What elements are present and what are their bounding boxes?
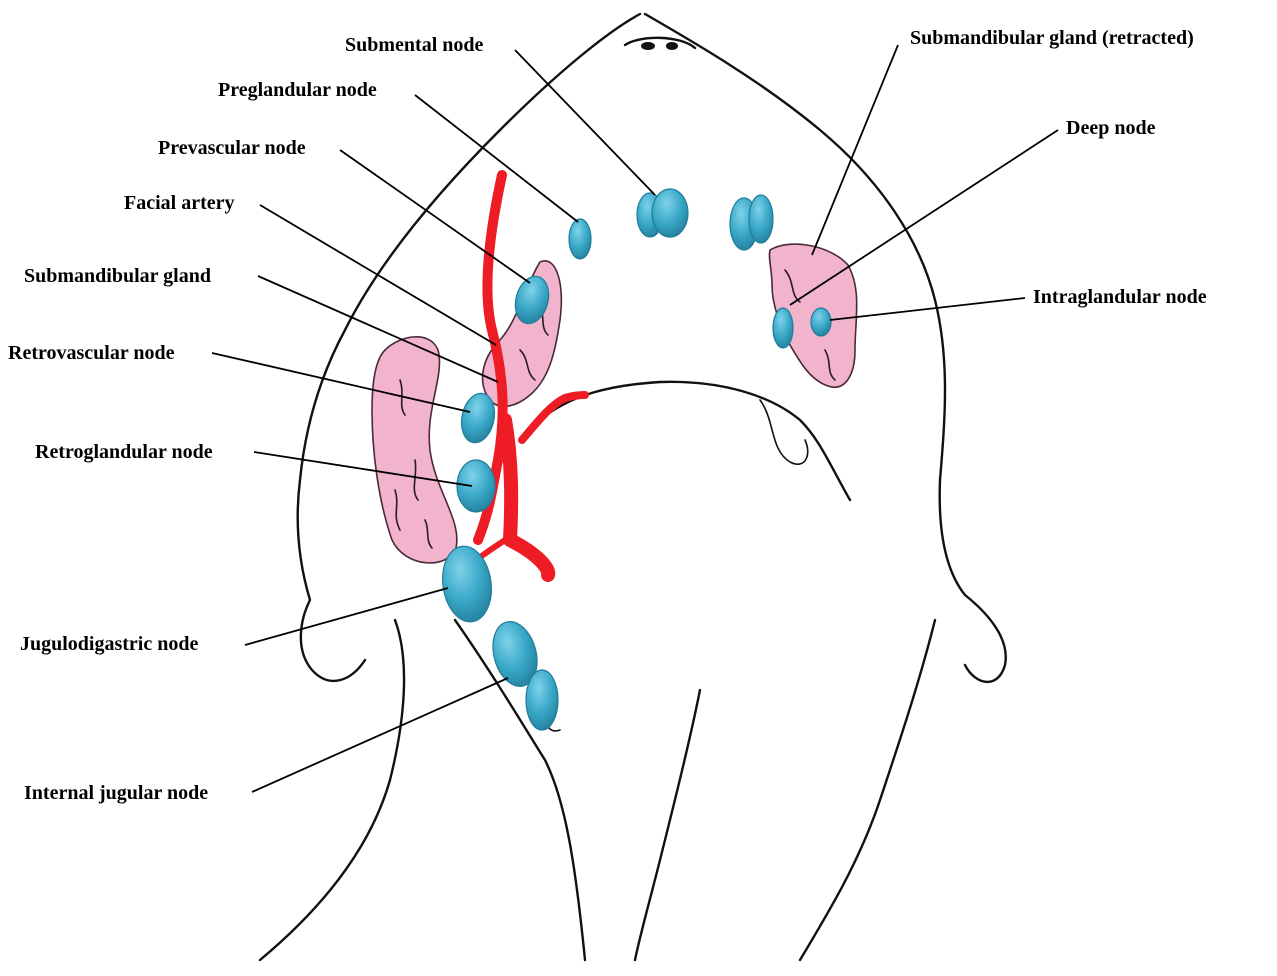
labels: Submental node Preglandular node Prevasc… xyxy=(8,27,1207,804)
nostril-right xyxy=(666,42,678,50)
mandible-arch xyxy=(540,382,850,500)
label-submandibular-gland-retracted: Submandibular gland (retracted) xyxy=(910,27,1194,49)
label-jugulodigastric-node: Jugulodigastric node xyxy=(20,633,198,655)
preglandular-node-shape xyxy=(569,219,591,259)
leader-submandibular-retracted xyxy=(812,45,898,255)
label-retrovascular-node: Retrovascular node xyxy=(8,342,175,364)
leader-intraglandular xyxy=(830,298,1025,320)
submental-node-shape-right xyxy=(652,189,688,237)
leader-submental xyxy=(515,50,655,195)
label-deep-node: Deep node xyxy=(1066,117,1156,139)
leader-facial-artery xyxy=(260,205,496,345)
label-retroglandular-node: Retroglandular node xyxy=(35,441,213,463)
label-submandibular-gland: Submandibular gland xyxy=(24,265,211,287)
central-v-right xyxy=(635,690,700,960)
neck-outline-right xyxy=(800,620,935,960)
label-prevascular-node: Prevascular node xyxy=(158,137,306,159)
deep-node-shape-b xyxy=(749,195,773,243)
neck-outline-left xyxy=(260,620,404,960)
label-intraglandular-node: Intraglandular node xyxy=(1033,286,1207,308)
label-internal-jugular-node: Internal jugular node xyxy=(24,782,208,804)
intraglandular-node-shape-a xyxy=(773,308,793,348)
leader-internal-jugular xyxy=(252,678,508,792)
leader-jugulodigastric xyxy=(245,588,448,645)
leader-prevascular xyxy=(340,150,530,283)
leader-retroglandular xyxy=(254,452,472,486)
label-submental-node: Submental node xyxy=(345,34,483,56)
nose-outline xyxy=(625,38,695,48)
internal-jugular-node-shape-b xyxy=(526,670,558,730)
nostril-left xyxy=(641,42,655,50)
left-parotid-gland xyxy=(372,337,457,563)
intraglandular-node-shape-b xyxy=(811,308,831,336)
label-preglandular-node: Preglandular node xyxy=(218,79,377,101)
body-outline xyxy=(260,14,1006,960)
leader-deep-node xyxy=(790,130,1058,305)
label-facial-artery: Facial artery xyxy=(124,192,235,214)
retroglandular-node-shape xyxy=(457,460,495,512)
